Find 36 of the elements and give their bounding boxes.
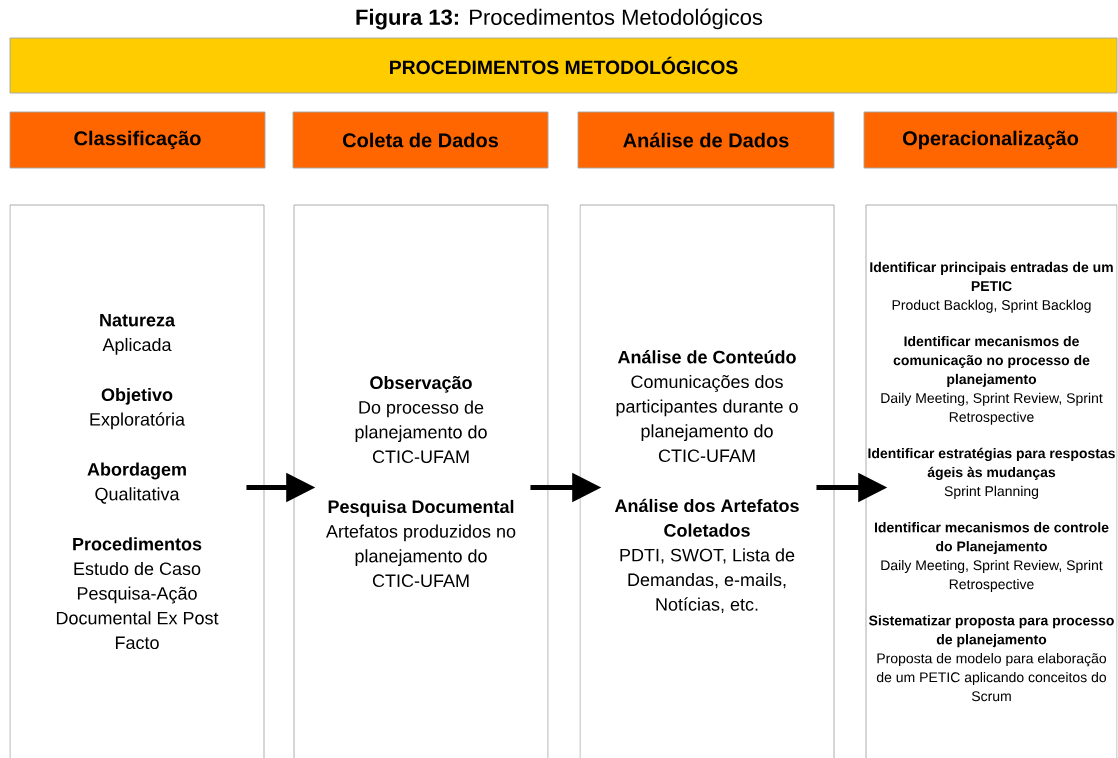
figure-title: Figura 13: Procedimentos Metodológicos	[356, 8, 763, 30]
block-text: Exploratória	[90, 412, 185, 430]
block-text: Artefatos produzidos no planejamento do CTIC-UFAM	[326, 524, 516, 588]
header-box: Análise de Dados	[577, 111, 835, 169]
block-text: Sprint Planning	[944, 485, 1039, 499]
block-heading: Abordagem	[87, 462, 186, 480]
block-heading: Natureza	[100, 313, 176, 327]
banner: PROCEDIMENTOS METODOLÓGICOS	[9, 37, 1118, 94]
column-box	[9, 204, 265, 758]
block-text: Qualitativa	[95, 487, 180, 504]
block-heading: Identificar mecanismos de comunicação no processo de planejamento	[893, 335, 1090, 387]
block-heading: Identificar principais entradas de um PETIC	[870, 261, 1113, 292]
header-box: Classificação	[9, 111, 266, 169]
block-heading: Análise de Conteúdo	[617, 350, 796, 364]
block-text: Daily Meeting, Sprint Review, Sprint Retrospective	[881, 392, 1103, 425]
block-text: Do processo de planejamento do CTIC-UFAM	[355, 400, 487, 464]
block-heading: Objetivo	[101, 387, 173, 405]
column-box	[579, 204, 835, 758]
block-text: Proposta de modelo para elaboração de um PETIC aplicando conceitos do Scrum	[876, 653, 1107, 702]
block-text: Daily Meeting, Sprint Review, Sprint Retrospective	[881, 559, 1103, 592]
block-heading: Procedimentos	[73, 537, 202, 551]
header-box: Coleta de Dados	[292, 111, 549, 169]
block-text: Aplicada	[102, 337, 172, 355]
block-heading: Identificar mecanismos de controle do Planejamento	[874, 522, 1109, 555]
block-text: Estudo de Caso Pesquisa-Ação Documental Ex Post Facto	[56, 561, 219, 650]
block-text: PDTI, SWOT, Lista de Demandas, e-mails, Notícias, etc.	[620, 548, 795, 613]
header-box: Operacionalização	[863, 111, 1118, 169]
block-text: Comunicações dos participantes durante o planejamento do CTIC-UFAM	[616, 374, 798, 463]
column-box	[293, 204, 549, 758]
block-heading: Observação	[370, 375, 472, 393]
block-heading: Análise dos Artefatos Coletados	[614, 498, 799, 537]
block-heading: Identificar estratégias para respostas ágeis às mudanças	[868, 447, 1115, 480]
block-text: Product Backlog, Sprint Backlog	[892, 299, 1091, 313]
block-heading: Pesquisa Documental	[328, 499, 514, 517]
block-heading: Sistematizar proposta para processo de planejamento	[868, 615, 1114, 648]
column-box	[865, 204, 1118, 758]
